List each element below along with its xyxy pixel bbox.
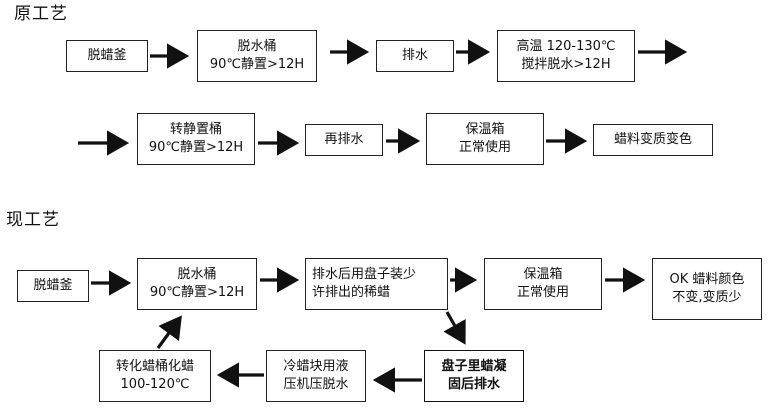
step-insulation-box-original: 保温箱 正常使用	[426, 113, 544, 165]
arrow-down-right	[443, 311, 466, 345]
step-text: 固后排水	[447, 377, 500, 392]
step-wax-deteriorates: 蜡料变质变色	[593, 124, 713, 156]
step-text: 再排水	[324, 132, 364, 147]
step-text: 100-120℃	[120, 377, 190, 392]
step-text: 搅拌脱水>12H	[521, 57, 611, 72]
step-dewax-kettle-current: 脱蜡釜	[17, 270, 89, 302]
arrow-up-right	[156, 315, 182, 349]
step-hydraulic-press-dewater: 冷蜡块用液 压机压脱水	[266, 350, 366, 402]
step-text: 压机压脱水	[283, 377, 349, 392]
step-text: 转静置桶	[169, 122, 222, 137]
step-text: 高温 120-130℃	[516, 39, 616, 54]
step-drain-water: 排水	[376, 40, 454, 72]
step-text: 蜡料变质变色	[613, 132, 692, 147]
step-text: 转化蜡桶化蜡	[115, 359, 194, 374]
step-dewater-tank-current: 脱水桶 90℃静置>12H	[137, 258, 257, 310]
step-text: 90℃静置>12H	[148, 140, 244, 155]
step-text: 90℃静置>12H	[149, 285, 245, 300]
step-high-temp-stir: 高温 120-130℃ 搅拌脱水>12H	[497, 30, 635, 82]
step-text: 排水	[401, 48, 428, 63]
step-drain-again: 再排水	[305, 124, 383, 156]
current-process-title: 现工艺	[6, 210, 60, 230]
step-text: 保温箱	[523, 267, 563, 282]
step-text: 保温箱	[465, 122, 505, 137]
step-text: 盘子里蜡凝	[441, 359, 507, 374]
step-dewax-kettle-original: 脱蜡釜	[66, 40, 148, 72]
step-text: 脱蜡釜	[87, 48, 127, 63]
step-melt-wax-tank: 转化蜡桶化蜡 100-120℃	[99, 350, 211, 402]
step-dewater-tank-original: 脱水桶 90℃静置>12H	[197, 30, 317, 82]
step-text: 不变,变质少	[672, 290, 742, 305]
step-text: 90℃静置>12H	[209, 57, 305, 72]
step-text: 脱水桶	[237, 39, 277, 54]
step-text: 脱蜡釜	[33, 278, 73, 293]
step-drain-collect-wax: 排水后用盘子装少 许排出的稀蜡	[305, 258, 448, 310]
step-text: 正常使用	[458, 140, 511, 155]
original-process-title: 原工艺	[14, 4, 68, 24]
step-ok-result: OK 蜡料颜色 不变,变质少	[652, 258, 762, 320]
step-insulation-box-current: 保温箱 正常使用	[484, 258, 602, 310]
step-transfer-static-tank: 转静置桶 90℃静置>12H	[137, 113, 255, 165]
step-text: 许排出的稀蜡	[312, 285, 391, 300]
step-text: OK 蜡料颜色	[669, 272, 745, 287]
step-plate-solidify-drain: 盘子里蜡凝 固后排水	[424, 350, 524, 402]
step-text: 脱水桶	[177, 267, 217, 282]
step-text: 正常使用	[516, 285, 569, 300]
step-text: 排水后用盘子装少	[312, 267, 417, 282]
step-text: 冷蜡块用液	[283, 359, 349, 374]
